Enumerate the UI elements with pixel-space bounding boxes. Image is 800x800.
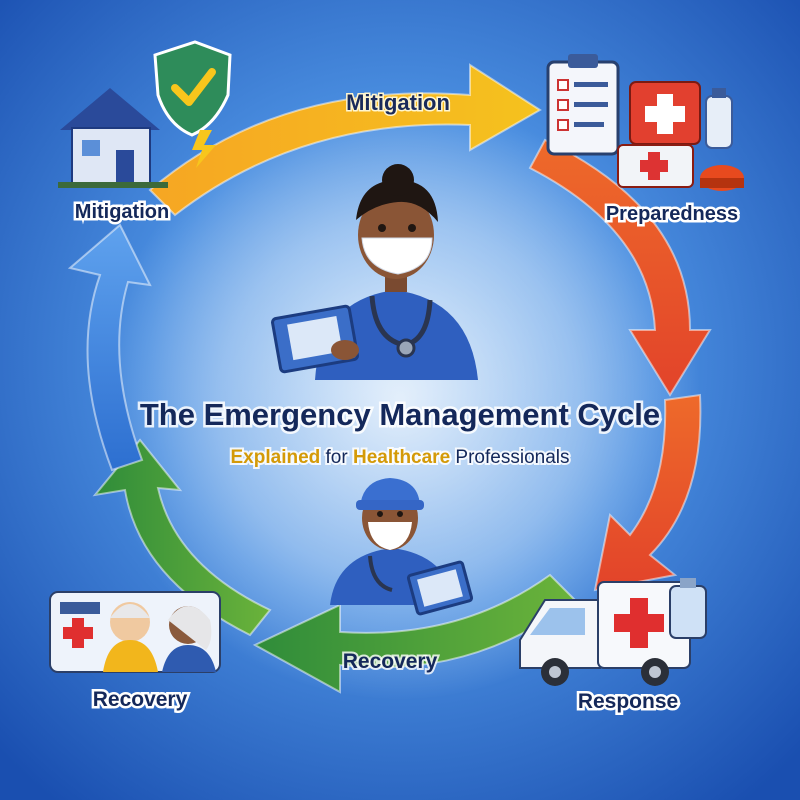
cycle-arrows [67, 63, 712, 694]
corner-label-recovery: Recovery [93, 688, 188, 711]
title-line-1: The Emergency Management Cycle [140, 397, 660, 432]
title-explained: Explained [231, 447, 321, 468]
corner-label-preparedness: Preparedness [606, 203, 738, 225]
title-healthcare: Healthcare [353, 447, 450, 468]
title-for: for [320, 447, 353, 468]
recovery-arrow [252, 573, 577, 694]
mitigation-arrow [148, 63, 542, 217]
medical-supplies-icon [546, 54, 744, 191]
house-with-shield-icon [58, 40, 232, 188]
title-line-2: Explained for Healthcare Professionals [231, 447, 570, 468]
patients-care-icon [49, 591, 221, 673]
arrow-label-mitigation: Mitigation [346, 90, 450, 115]
center-glow [100, 100, 700, 700]
response-arrow [593, 393, 702, 592]
corner-label-mitigation: Mitigation [75, 201, 169, 223]
preparedness-arrow [528, 138, 712, 397]
arrow-label-recovery: Recovery [343, 650, 438, 673]
ambulance-icon [519, 578, 707, 686]
title-professionals: Professionals [450, 447, 569, 468]
nurse-writing-notes-illustration [330, 478, 474, 616]
corner-label-response: Response [578, 690, 678, 713]
nurse-with-clipboard-illustration [271, 164, 478, 380]
return-to-mitigation-arrow [67, 223, 152, 472]
